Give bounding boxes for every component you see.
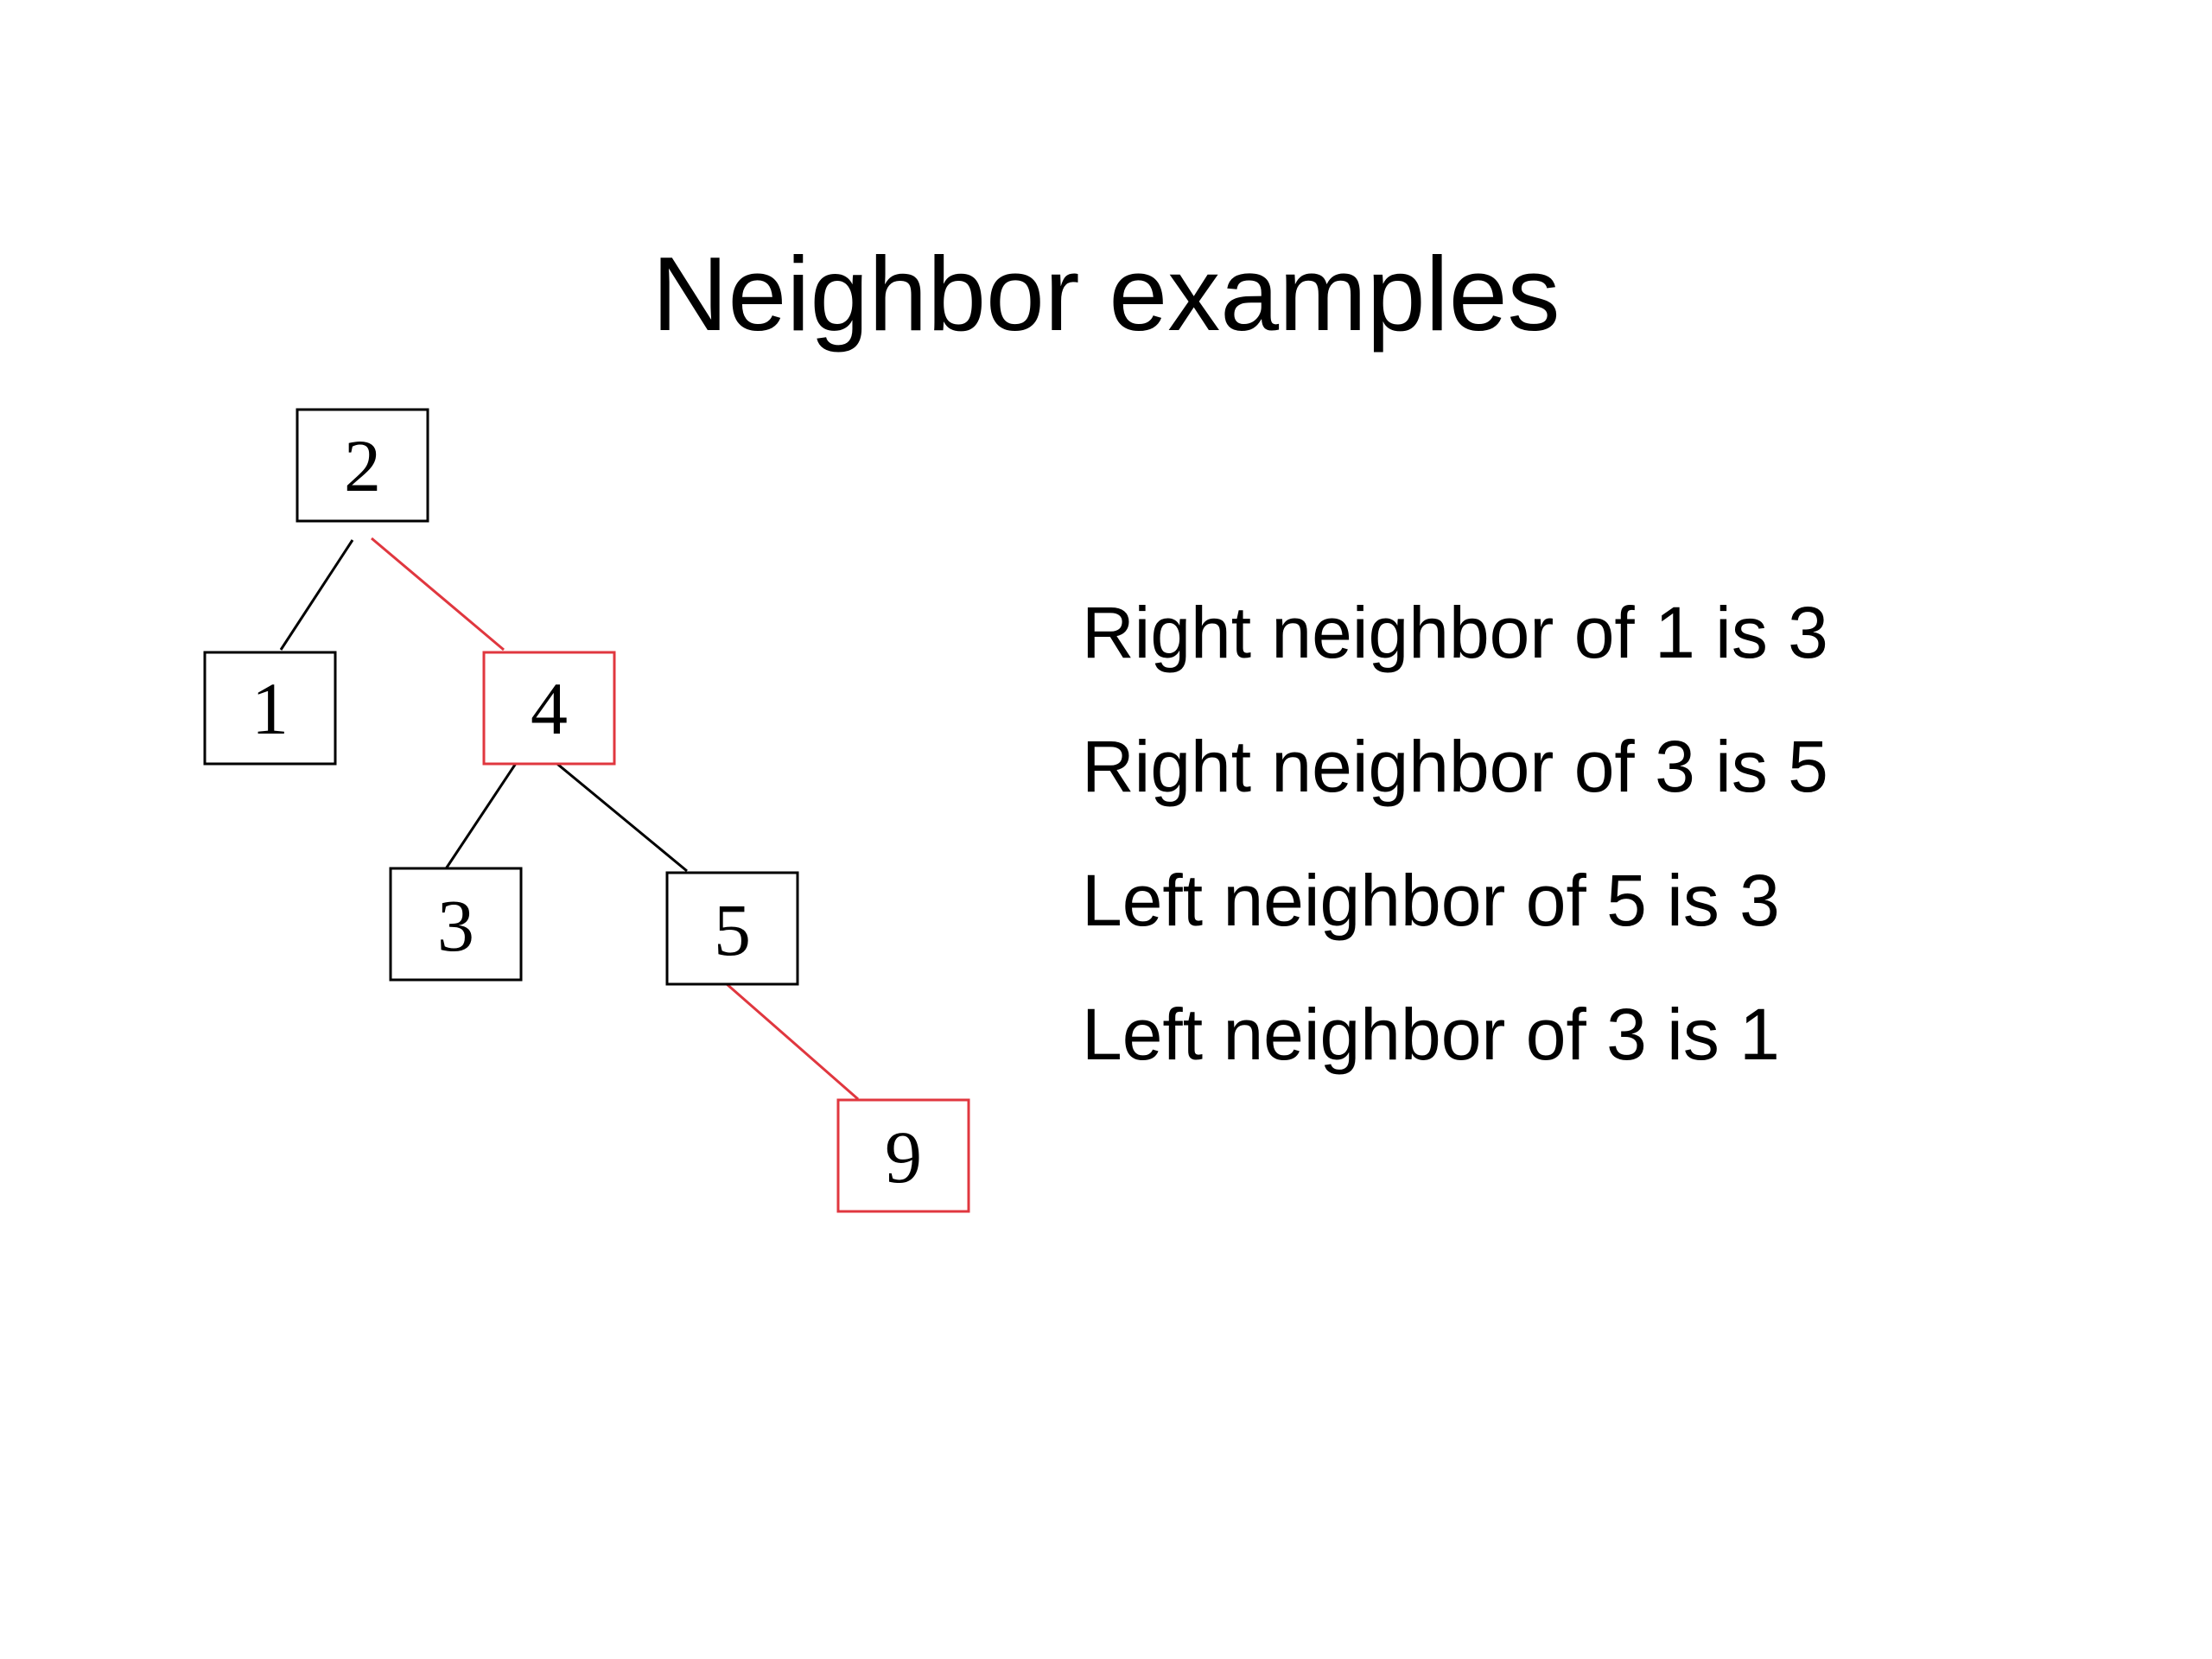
note-left-neighbor-of-5: Left neighbor of 5 is 3 bbox=[1082, 860, 1780, 941]
node-label: 9 bbox=[885, 1116, 922, 1198]
tree-node-2: 2 bbox=[296, 408, 429, 523]
note-right-neighbor-of-3: Right neighbor of 3 is 5 bbox=[1082, 726, 1828, 807]
edge-4-5 bbox=[552, 759, 688, 873]
page-title: Neighbor examples bbox=[652, 235, 1560, 353]
node-label: 3 bbox=[437, 884, 474, 967]
node-label: 2 bbox=[344, 424, 381, 507]
tree-node-5: 5 bbox=[665, 871, 799, 986]
edge-2-4 bbox=[371, 537, 505, 652]
tree-node-3: 3 bbox=[389, 867, 523, 982]
node-label: 5 bbox=[714, 888, 751, 971]
edge-4-3 bbox=[442, 761, 518, 874]
tree-node-9: 9 bbox=[836, 1098, 970, 1213]
node-label: 4 bbox=[531, 667, 568, 750]
edge-5-9 bbox=[725, 982, 859, 1101]
neighbor-notes: Right neighbor of 1 is 3 Right neighbor … bbox=[1082, 566, 1828, 1102]
edge-2-1 bbox=[279, 539, 354, 651]
note-left-neighbor-of-3: Left neighbor of 3 is 1 bbox=[1082, 994, 1780, 1075]
tree-node-1: 1 bbox=[203, 651, 337, 766]
node-label: 1 bbox=[251, 667, 289, 750]
tree-node-4: 4 bbox=[482, 651, 616, 766]
note-right-neighbor-of-1: Right neighbor of 1 is 3 bbox=[1082, 592, 1828, 673]
